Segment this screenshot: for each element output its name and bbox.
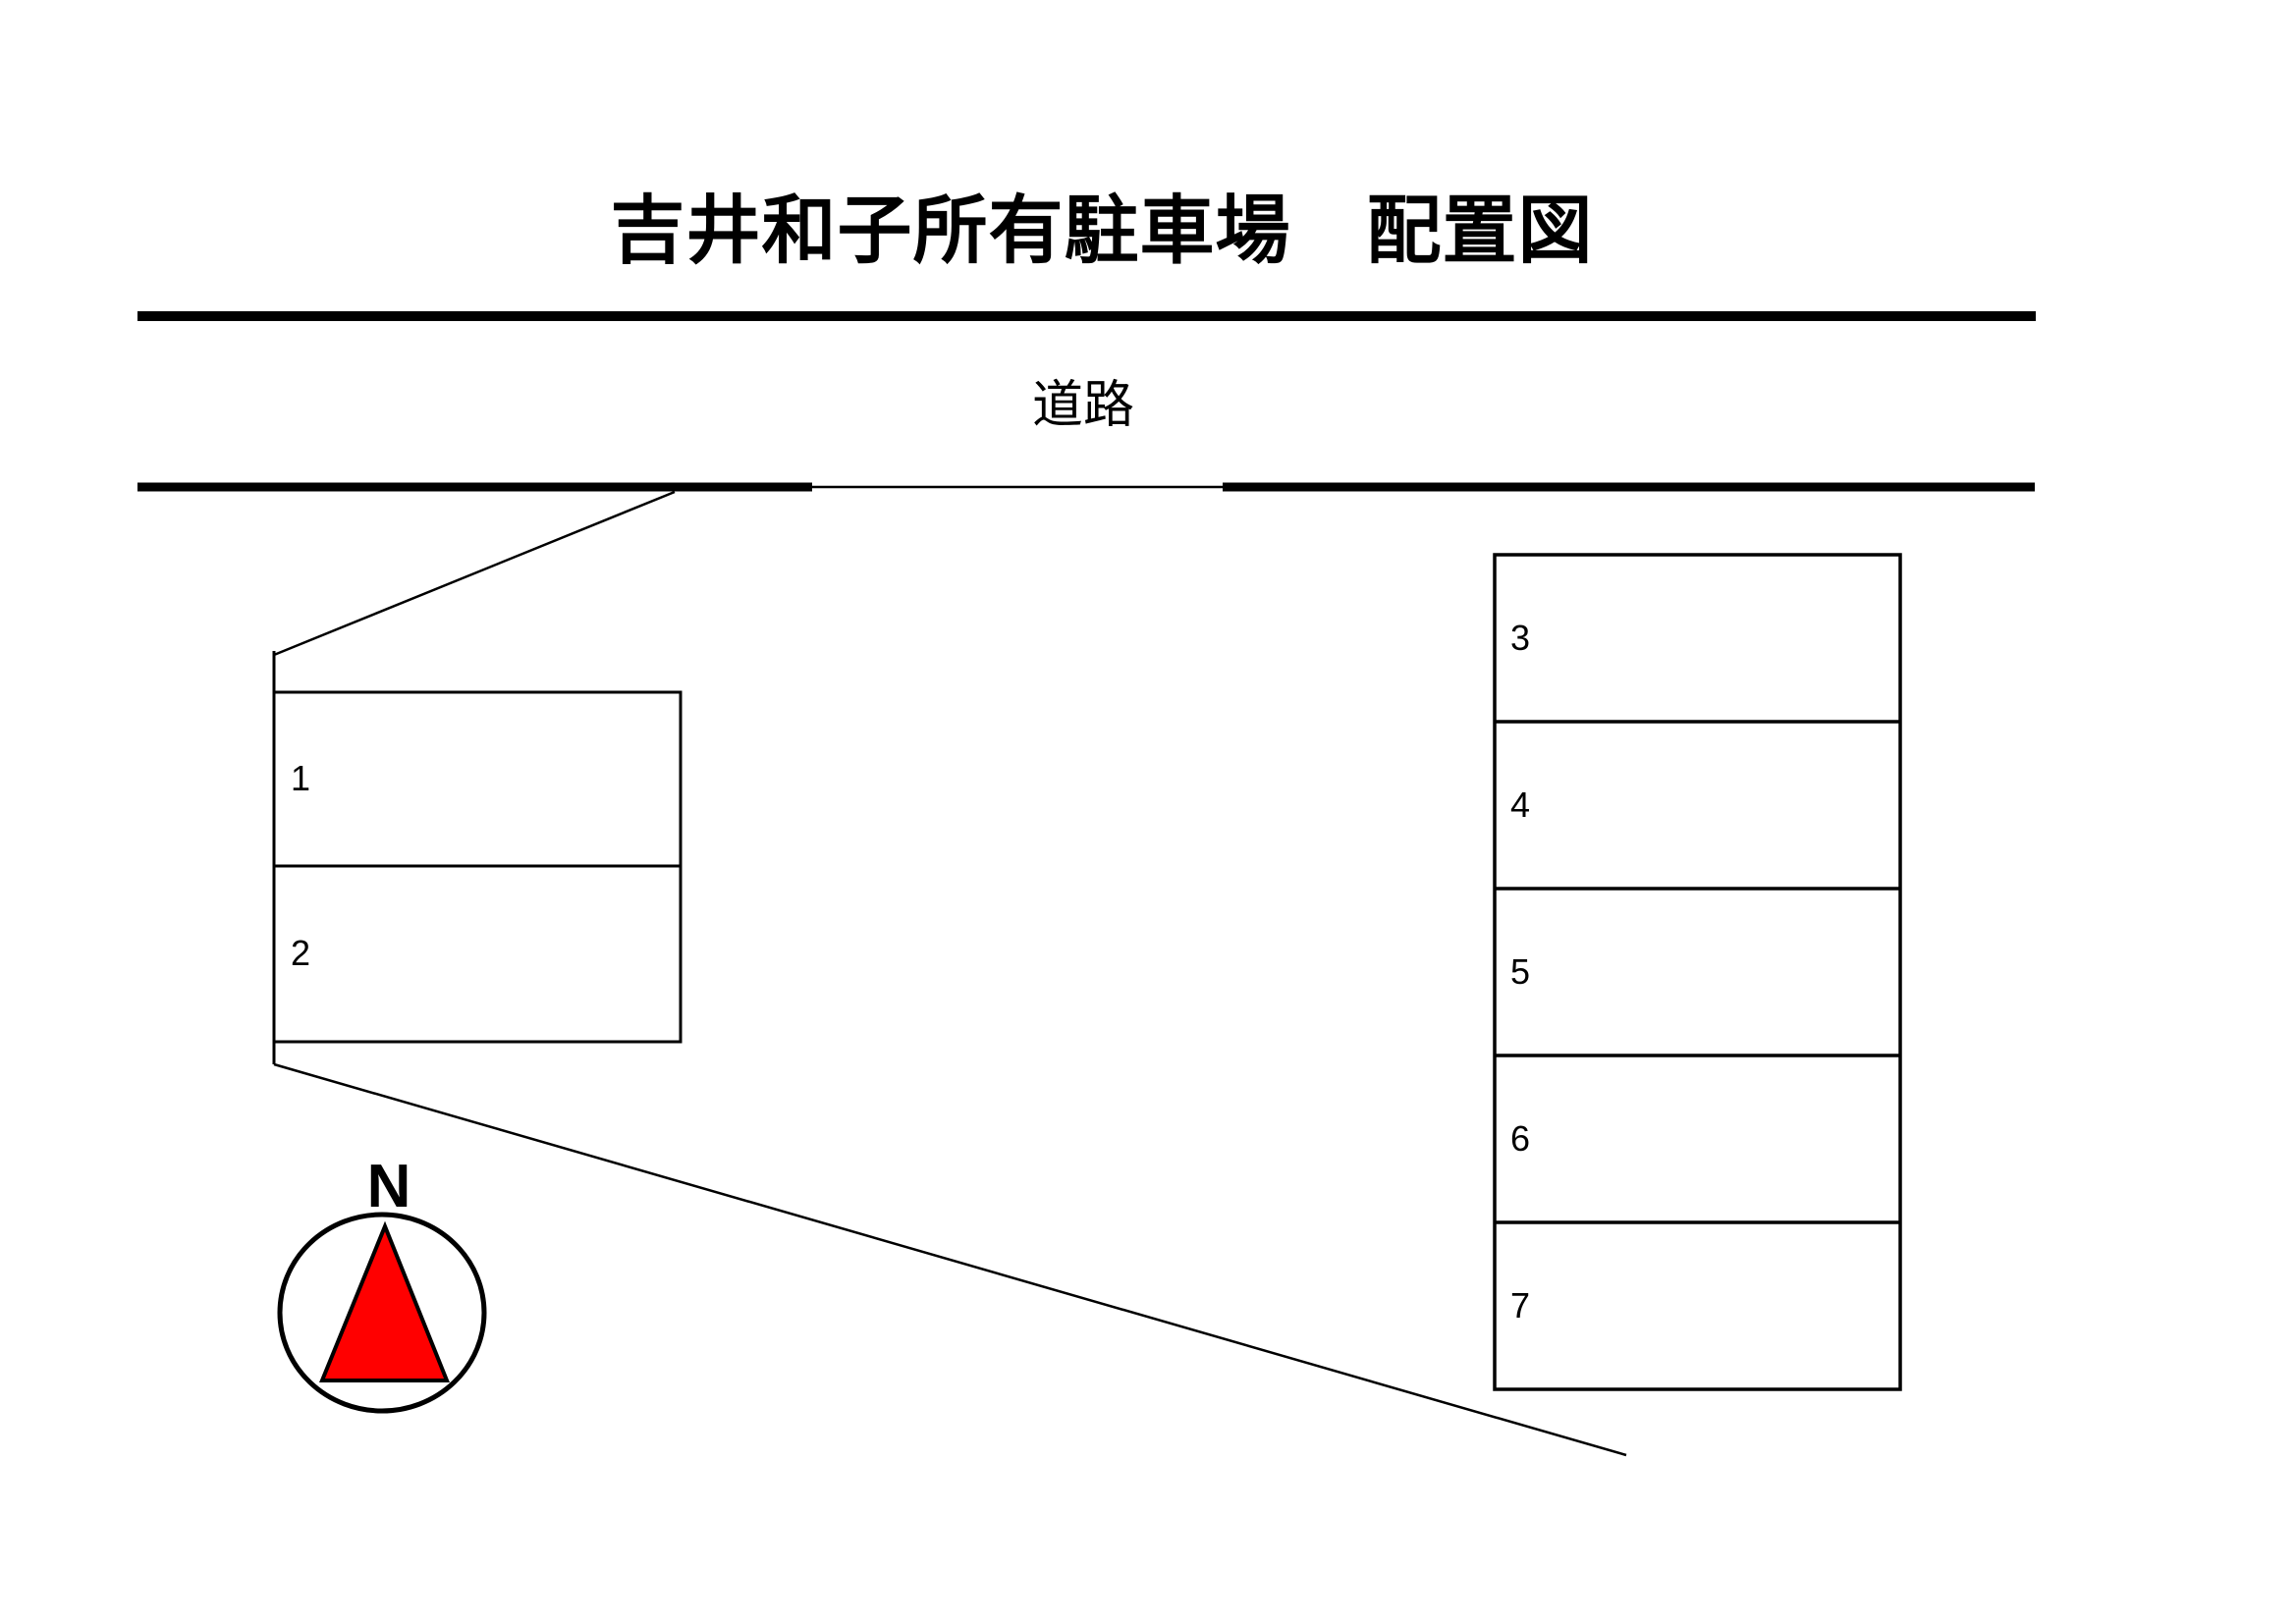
parking-space-label-6: 6 bbox=[1510, 1118, 1531, 1159]
boundary-diagonal-lower bbox=[273, 1062, 1627, 1457]
right-parking-block-outline bbox=[1493, 553, 1902, 1391]
road-label: 道路 bbox=[1031, 377, 1135, 434]
compass-north-label: N bbox=[366, 1153, 411, 1220]
compass-circle bbox=[277, 1212, 487, 1414]
boundary-diagonal-upper bbox=[273, 490, 676, 657]
parking-space-label-4: 4 bbox=[1510, 784, 1531, 825]
parking-space-label-7: 7 bbox=[1510, 1285, 1531, 1325]
parking-space-label-5: 5 bbox=[1510, 951, 1531, 992]
parking-space-label-2: 2 bbox=[291, 933, 311, 973]
parking-space-label-1: 1 bbox=[291, 758, 311, 798]
parking-space-label-3: 3 bbox=[1510, 618, 1531, 658]
page-title: 吉井和子所有駐車場 配置図 bbox=[610, 189, 1594, 273]
compass-north-arrow-icon bbox=[319, 1220, 450, 1382]
